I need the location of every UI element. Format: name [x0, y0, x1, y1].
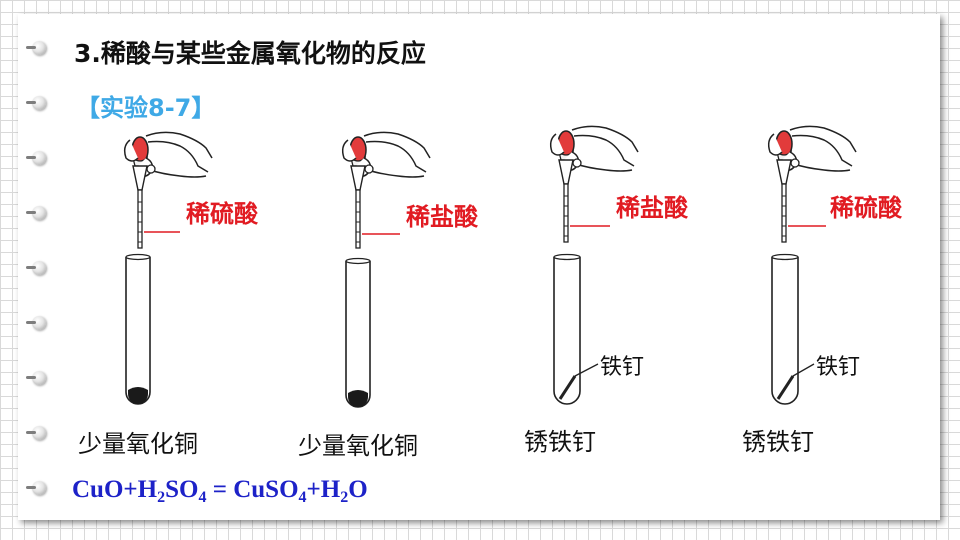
dropper-icon-3 — [549, 125, 639, 243]
eq-subscript: 4 — [198, 489, 207, 506]
ring-icon — [26, 206, 46, 220]
ring-icon — [26, 426, 46, 440]
eq-part: SO — [165, 476, 199, 503]
notebook-rings — [18, 14, 78, 520]
chemical-equation: CuO+H2SO4 = CuSO4+H2O — [72, 476, 368, 507]
solid-label-2: 少量氧化铜 — [298, 432, 418, 460]
eq-subscript: 4 — [298, 489, 307, 506]
rusty-nail-4 — [776, 375, 795, 400]
eq-subscript: 2 — [157, 489, 166, 506]
dropper-icon-4 — [767, 125, 857, 243]
acid-label-4: 稀硫酸 — [830, 193, 903, 222]
experiment-label: 【实验8-7】 — [76, 94, 216, 122]
eq-subscript: 2 — [340, 489, 349, 506]
slide-heading: 3.稀酸与某些金属氧化物的反应 — [74, 39, 426, 68]
ring-icon — [26, 96, 46, 110]
eq-part: = CuSO — [206, 476, 299, 503]
nail-label-4: 铁钉 — [816, 355, 860, 380]
acid-label-2: 稀盐酸 — [406, 202, 479, 231]
solid-label-4: 锈铁钉 — [742, 428, 814, 456]
ring-icon — [26, 151, 46, 165]
ring-icon — [26, 41, 46, 55]
copper-oxide-powder-1 — [128, 387, 148, 404]
slide-card: 3.稀酸与某些金属氧化物的反应 【实验8-7】 — [18, 14, 940, 520]
eq-part: CuO+H — [72, 476, 158, 503]
ring-icon — [26, 261, 46, 275]
ring-icon — [26, 481, 46, 495]
experiment-illustration: 稀硫酸 少量氧化铜 稀盐酸 少量氧化铜 稀盐酸 铁钉 锈铁钉 稀硫酸 铁钉 锈铁… — [78, 125, 903, 460]
eq-part: O — [348, 476, 368, 503]
copper-oxide-powder-2 — [348, 390, 368, 407]
solid-label-1: 少量氧化铜 — [78, 430, 198, 458]
nail-label-3: 铁钉 — [600, 355, 644, 380]
solid-label-3: 锈铁钉 — [524, 428, 596, 456]
ring-icon — [26, 371, 46, 385]
ring-icon — [26, 316, 46, 330]
acid-label-3: 稀盐酸 — [616, 193, 689, 222]
dropper-icon-1 — [123, 131, 213, 249]
eq-part: +H — [306, 476, 341, 503]
rusty-nail-3 — [558, 375, 577, 400]
acid-label-1: 稀硫酸 — [186, 199, 259, 228]
